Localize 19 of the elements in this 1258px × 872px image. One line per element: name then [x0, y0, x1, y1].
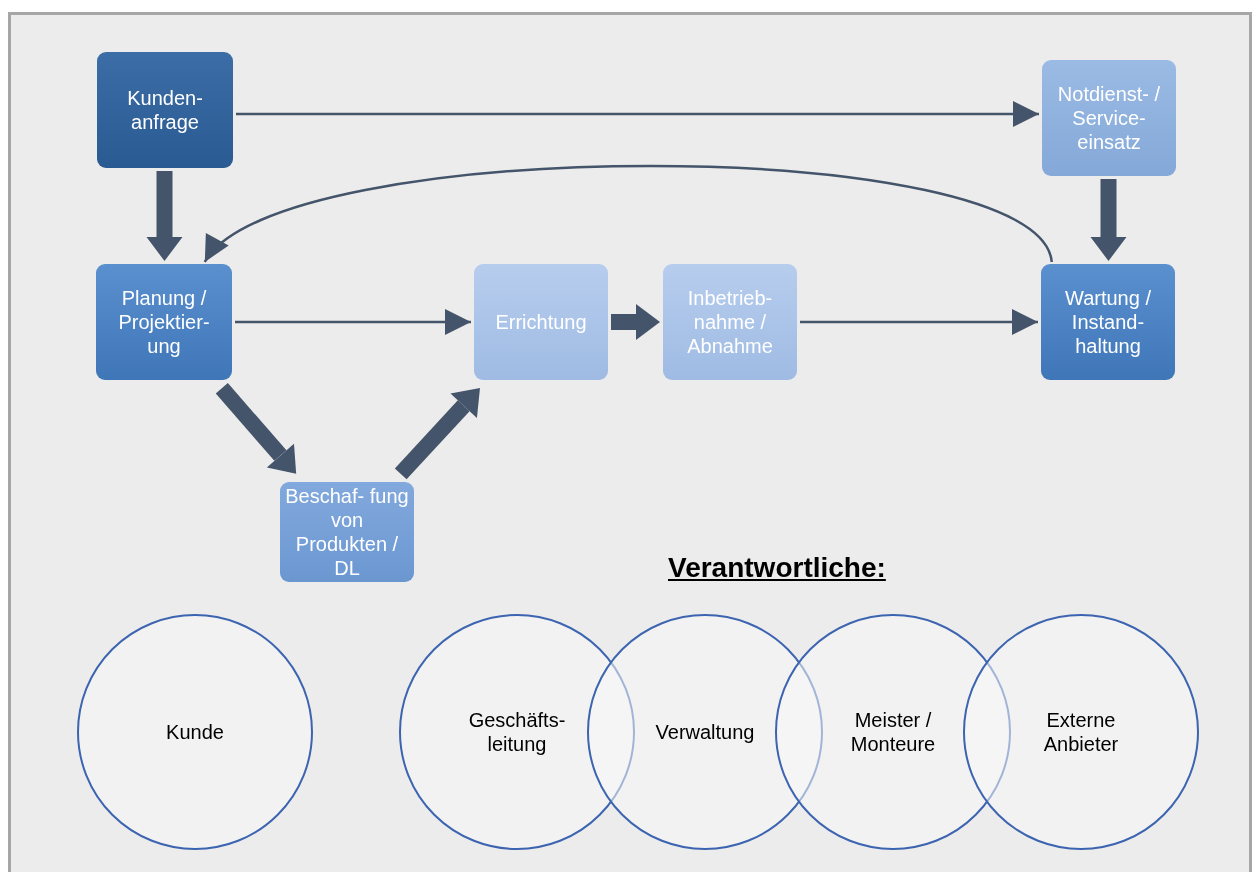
process-box: Planung / Projektier- ung — [96, 264, 232, 380]
role-circle: Externe Anbieter — [963, 614, 1199, 850]
arrow — [146, 171, 183, 261]
heading-text: Verantwortliche: — [668, 552, 886, 584]
process-box: Kunden- anfrage — [97, 52, 233, 168]
process-box: Inbetrieb- nahme / Abnahme — [663, 264, 797, 380]
arrow — [203, 164, 1053, 263]
arrow — [215, 383, 297, 474]
process-box: Wartung / Instand- haltung — [1041, 264, 1175, 380]
arrow — [236, 101, 1039, 127]
arrow — [1090, 179, 1127, 261]
process-box: Beschaf- fung von Produkten / DL — [280, 482, 414, 582]
arrow — [235, 309, 471, 335]
role-circle: Kunde — [77, 614, 313, 850]
arrow — [394, 388, 480, 480]
process-box: Errichtung — [474, 264, 608, 380]
process-box: Notdienst- / Service- einsatz — [1042, 60, 1176, 176]
arrow — [611, 304, 660, 340]
arrow — [800, 309, 1038, 335]
